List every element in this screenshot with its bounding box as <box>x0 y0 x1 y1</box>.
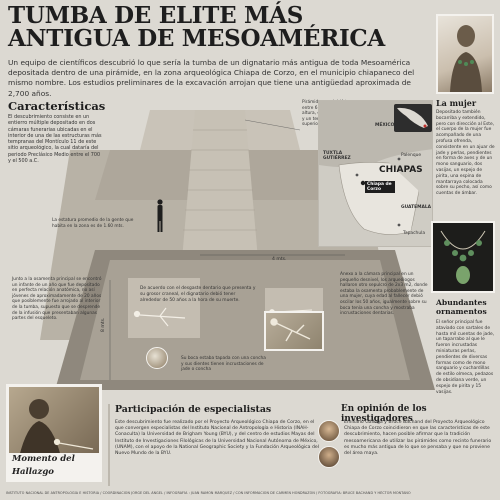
caracteristicas-body: El descubrimiento consiste en un entierr… <box>8 114 102 165</box>
necklace-icon <box>440 230 486 284</box>
ornamentos-body: El señor principal fue ataviado con sart… <box>436 320 495 395</box>
bust-figure-icon <box>450 25 482 92</box>
mujer-body: Depositado también bocarriba y extendido… <box>436 110 495 197</box>
callout-anexo: Anexo a la cámara principal en un pequeñ… <box>340 272 428 317</box>
footer-credits: INSTITUTO NACIONAL DE ANTROPOLOGÍA E HIS… <box>6 491 411 495</box>
map-label-palenque: Palenque <box>401 153 422 158</box>
map-label-tapachula: Tapachula <box>403 231 426 236</box>
opinion-heading: En opinión de los investigadores <box>341 404 427 424</box>
dimension-label-4m: 4 mts. <box>272 257 287 262</box>
stair-lines <box>183 129 257 231</box>
researcher-2-avatar <box>318 446 340 468</box>
chiapas-map: MÉXICO TUXTLA GUTIÉRREZ Palenque CHIAPAS… <box>318 100 433 247</box>
title-line-2: ANTIGUA DE MESOAMÉRICA <box>8 25 385 52</box>
participacion-body: Este descubrimiento fue realizado por el… <box>115 420 319 457</box>
map-label-chiapas: CHIAPAS <box>379 165 423 175</box>
intro-paragraph: Un equipo de científicos descubrió lo qu… <box>8 58 415 98</box>
skull-detail-photo <box>146 347 168 369</box>
caracteristicas-heading: Características <box>8 99 106 113</box>
mexico-outline-icon <box>397 107 428 128</box>
bones-icon <box>270 318 311 342</box>
title-line-1: TUMBA DE ELITE MÁS <box>8 2 304 29</box>
map-label-guatemala: GUATEMALA <box>401 205 432 210</box>
ornamentos-heading: Abundantes ornamentos <box>436 298 487 316</box>
map-label-mexico: MÉXICO <box>375 123 395 128</box>
callout-junto: Junto a la osamenta principal se encontr… <box>12 277 102 322</box>
map-label-tuxtla: TUXTLA GUTIÉRREZ <box>323 151 351 161</box>
main-chamber <box>128 278 200 338</box>
jade-necklace-photo <box>431 221 495 293</box>
skeleton-chamber-photo <box>264 311 324 351</box>
photo-woman-bust <box>436 14 494 94</box>
participacion-heading: Participación de especialistas <box>115 404 272 415</box>
mujer-heading: La mujer <box>436 98 477 108</box>
divider-bottom <box>108 404 110 486</box>
callout-estatura: La estatura promedio de la gente que hab… <box>52 218 134 229</box>
momento-caption: Momento del Hallazgo <box>9 453 99 479</box>
excavation-scene-icon <box>19 399 94 457</box>
momento-hallazgo-photo: Momento del Hallazgo <box>6 384 102 482</box>
map-marker-chiapa <box>360 180 366 186</box>
person-scale-icon <box>157 199 163 232</box>
skeleton-icon <box>133 307 186 327</box>
page-title: TUMBA DE ELITE MÁS ANTIGUA DE MESOAMÉRIC… <box>8 4 428 50</box>
mexico-inset-map <box>394 104 432 132</box>
callout-desgaste: De acuerdo con el desgaste dentario que … <box>140 286 256 303</box>
callout-boca: Su boca estaba tapada con una concha y s… <box>181 356 266 373</box>
researcher-1-avatar <box>318 420 340 442</box>
map-label-chiapa-de-corzo: Chiapa de Corzo <box>365 181 395 193</box>
leader-line-piramide <box>244 119 301 131</box>
opinion-body: Emiliano Gallega y Bruce Bachand del Pro… <box>344 420 492 457</box>
